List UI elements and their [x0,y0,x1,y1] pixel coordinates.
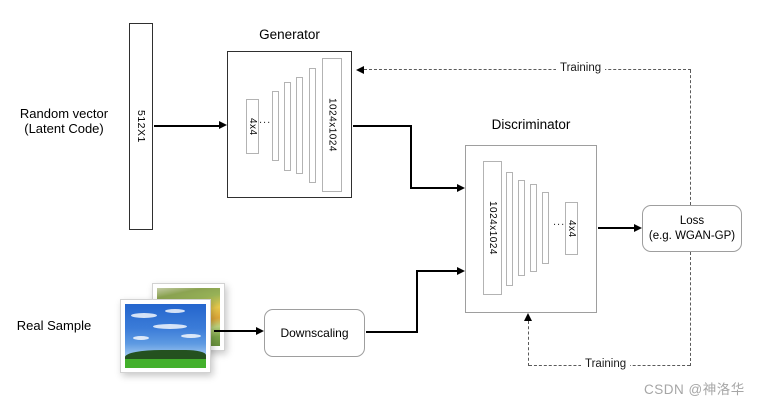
latent-to-generator-line [154,125,220,127]
generator-to-discriminator-line [410,187,457,189]
training-to-discriminator-dashed-line [690,252,691,366]
downscaling-box: Downscaling [264,309,365,357]
discriminator-to-loss-line [598,227,634,229]
watermark-text: CSDN @神洛华 [644,382,745,397]
generator-layer-bar [272,91,279,161]
generator-first-layer-label: 4x4 [247,117,258,136]
real-sample-to-downscaling-arrowhead-icon [256,327,264,335]
latent-vector-shape-label: 512X1 [135,110,147,143]
random-vector-label-line2: (Latent Code) [24,121,104,137]
loss-label-line1: Loss [679,214,705,227]
generator-to-discriminator-arrowhead-icon [457,184,465,192]
generator-to-discriminator-line [410,125,412,188]
discriminator-layer-4x4: 4x4 [565,202,578,255]
discriminator-last-layer-label: 4x4 [566,219,577,238]
downscaling-label: Downscaling [280,326,349,340]
generator-title: Generator [259,27,320,42]
discriminator-layer-bar [518,180,525,276]
generator-to-discriminator-line [353,125,412,127]
training-to-discriminator-dashed-line [528,321,529,366]
training-to-generator-arrowhead-icon [356,66,364,74]
generator-box: 4x4 ... 1024x1024 [227,51,352,198]
discriminator-box: 1024x1024 ... 4x4 [465,145,597,313]
random-vector-label-line1: Random vector [19,106,109,121]
real-sample-to-downscaling-line [214,330,256,332]
downscaling-to-discriminator-line [416,270,418,333]
generator-layer-bar [296,77,303,174]
training-to-generator-label: Training [556,62,606,74]
discriminator-first-layer-label: 1024x1024 [487,201,498,255]
training-to-discriminator-arrowhead-icon [524,313,532,321]
discriminator-title: Discriminator [491,117,571,132]
training-to-generator-dashed-line [364,69,691,70]
generator-layer-bar [284,82,291,171]
latent-vector-box: 512X1 [129,23,153,230]
discriminator-ellipsis: ... [553,216,566,228]
generator-last-layer-label: 1024x1024 [326,98,338,152]
loss-box: Loss (e.g. WGAN-GP) [642,205,742,252]
downscaling-to-discriminator-line [366,331,418,333]
real-sample-label: Real Sample [16,318,92,333]
generator-ellipsis: ... [259,114,272,126]
discriminator-to-loss-arrowhead-icon [634,224,642,232]
discriminator-layer-bar [530,184,537,272]
training-to-discriminator-label: Training [581,358,631,370]
generator-layer-bar [309,68,316,183]
loss-label-line2: (e.g. WGAN-GP) [648,229,736,242]
random-vector-label: Random vector (Latent Code) [6,106,122,137]
latent-to-generator-arrowhead-icon [219,121,227,129]
discriminator-layer-bar [506,172,513,286]
generator-layer-1024x1024: 1024x1024 [322,58,342,192]
downscaling-to-discriminator-line [416,270,457,272]
discriminator-layer-bar [542,192,549,264]
real-sample-photo-front-icon [120,299,211,373]
discriminator-layer-1024x1024: 1024x1024 [483,161,502,295]
training-to-generator-dashed-line [690,70,691,205]
downscaling-to-discriminator-arrowhead-icon [457,267,465,275]
generator-layer-4x4: 4x4 [246,99,259,154]
